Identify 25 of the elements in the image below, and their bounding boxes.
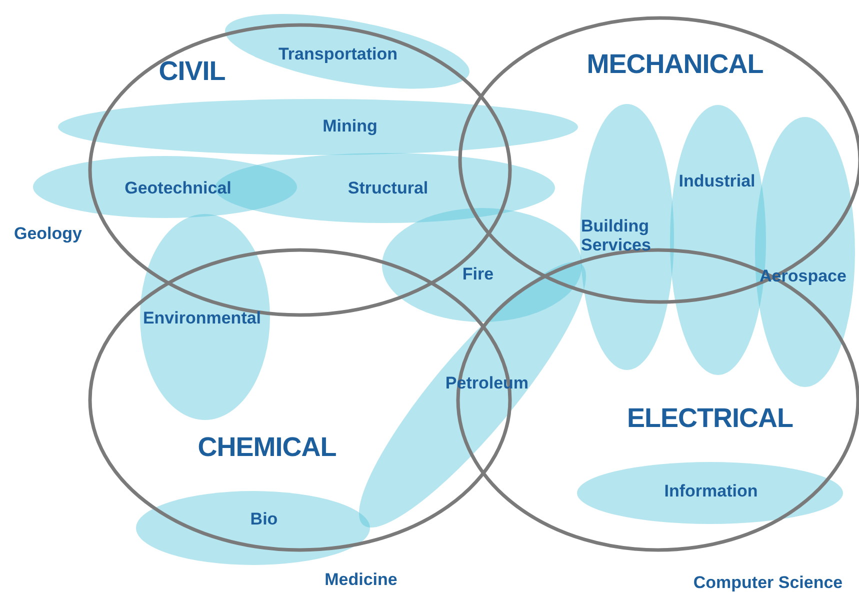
- field-ellipse: [136, 491, 370, 565]
- discipline-heading: CHEMICAL: [198, 433, 336, 463]
- discipline-heading: ELECTRICAL: [627, 404, 793, 434]
- field-ellipse: [358, 262, 586, 528]
- field-label: Geology: [14, 224, 82, 244]
- field-label: Geotechnical: [124, 180, 232, 198]
- field-ellipse: [382, 208, 582, 322]
- field-label: Computer Science: [693, 573, 843, 593]
- field-ellipse: [140, 214, 270, 420]
- field-label: Transportation: [278, 46, 398, 64]
- field-ellipse: [580, 104, 674, 370]
- field-label: Information: [664, 482, 758, 502]
- field-label: Fire: [462, 266, 494, 284]
- field-ellipse: [755, 117, 855, 387]
- field-label: Environmental: [142, 310, 262, 328]
- field-label: Building Services: [581, 217, 652, 255]
- field-label: Mining: [322, 118, 378, 136]
- field-label: Structural: [348, 180, 428, 198]
- field-ellipse: [58, 99, 578, 155]
- field-ellipse: [224, 14, 470, 88]
- field-label: Medicine: [324, 570, 398, 590]
- field-label: Bio: [250, 510, 278, 530]
- discipline-heading: MECHANICAL: [586, 50, 764, 80]
- field-label: Industrial: [678, 172, 756, 192]
- discipline-heading: CIVIL: [158, 57, 226, 87]
